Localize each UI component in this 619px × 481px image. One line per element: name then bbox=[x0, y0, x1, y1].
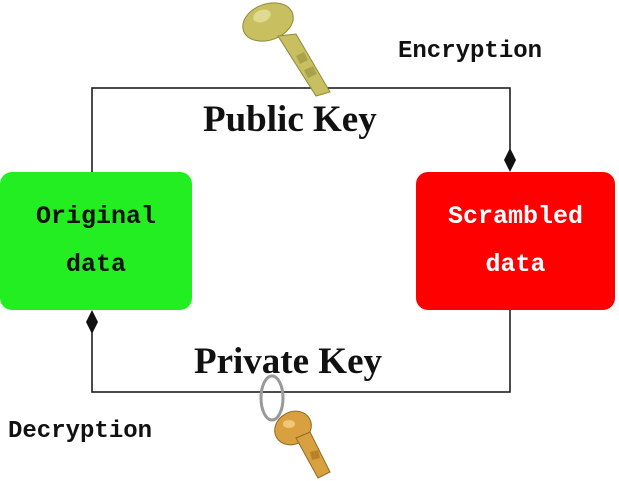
private-key-icon bbox=[259, 374, 331, 479]
private-key-label: Private Key bbox=[194, 341, 382, 382]
scrambled-data-label-line1: Scrambled bbox=[447, 202, 584, 231]
decryption-path bbox=[91, 310, 511, 393]
public-key-label: Public Key bbox=[203, 99, 377, 140]
original-data-label-line2: data bbox=[65, 250, 126, 279]
scrambled-data-box: Scrambled data bbox=[416, 172, 615, 310]
original-data-box: Original data bbox=[0, 172, 192, 310]
encryption-label: Encryption bbox=[398, 38, 543, 65]
encryption-arrowhead bbox=[504, 148, 516, 172]
decryption-label: Decryption bbox=[8, 418, 153, 445]
decryption-arrowhead bbox=[86, 310, 98, 334]
scrambled-data-label-line2: data bbox=[485, 250, 546, 279]
original-data-label-line1: Original bbox=[35, 202, 157, 231]
public-key-icon bbox=[242, 2, 331, 97]
encryption-path bbox=[91, 87, 511, 172]
